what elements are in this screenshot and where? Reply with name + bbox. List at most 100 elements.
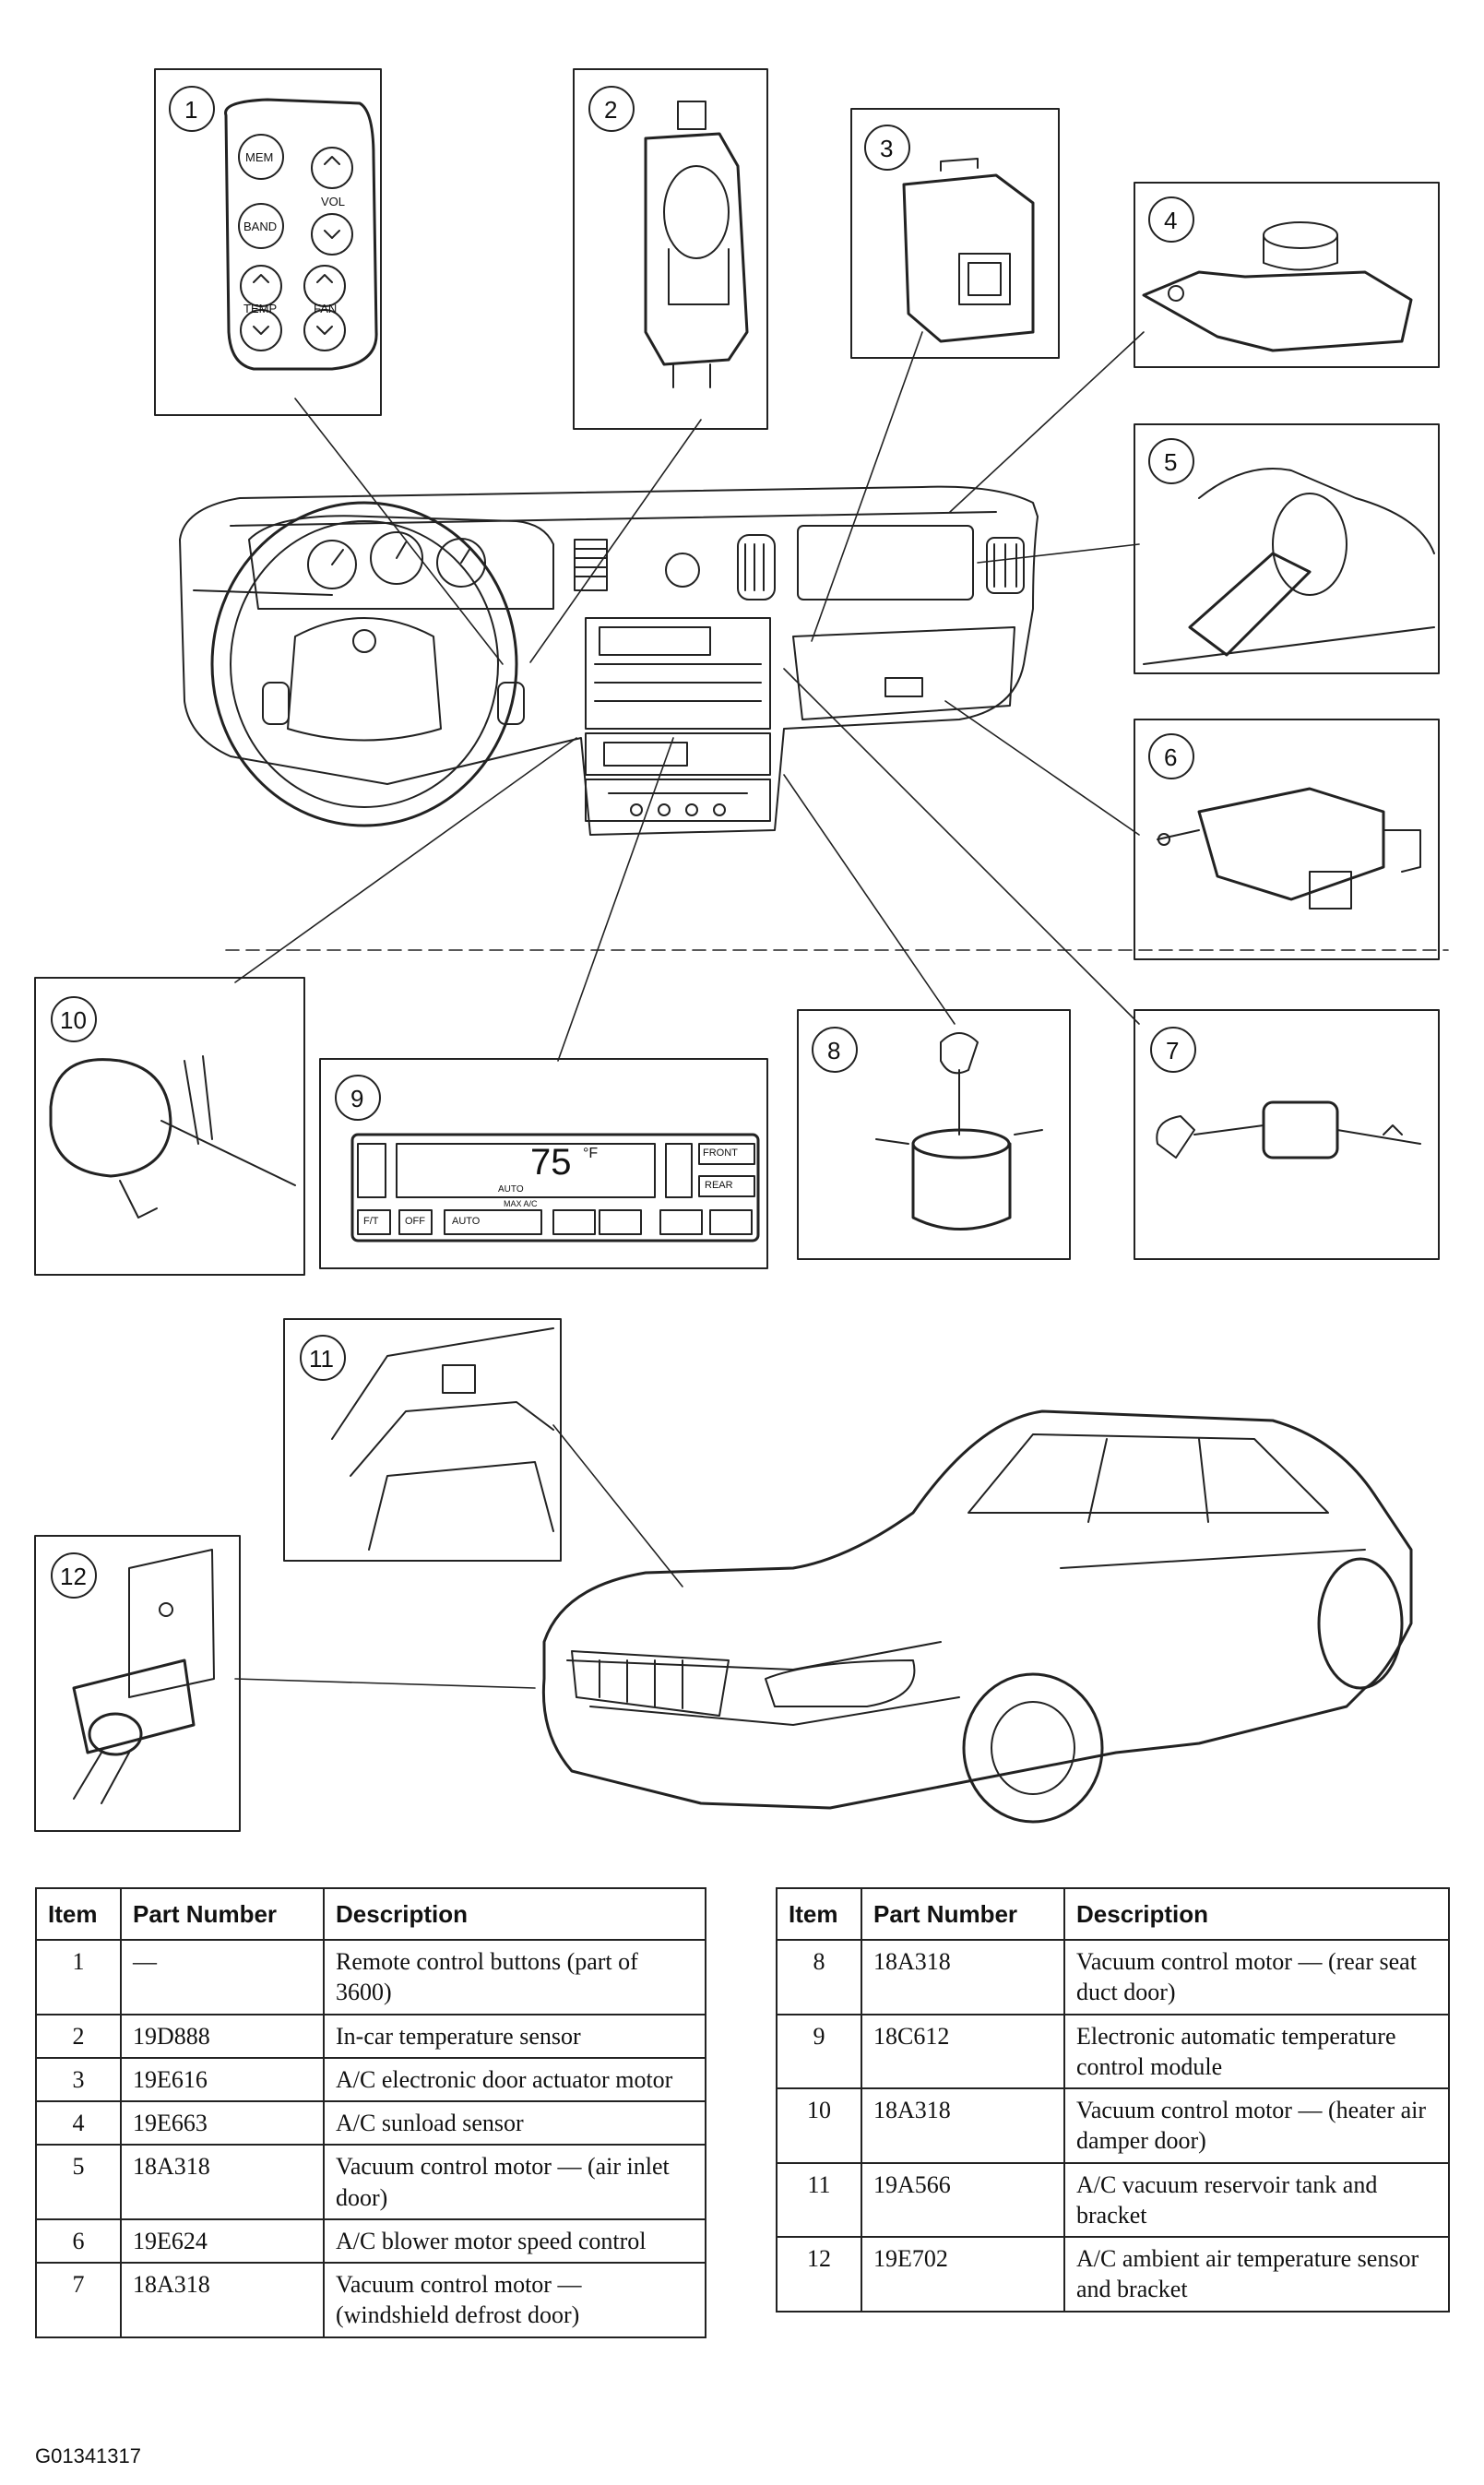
eatc-ft-button: F/T bbox=[363, 1216, 379, 1227]
callout-7: 7 bbox=[1166, 1037, 1180, 1064]
windshield-defrost-vacuum-motor-inset bbox=[1134, 1009, 1440, 1260]
item-cell: 9 bbox=[776, 2013, 862, 2090]
part-cell: 18A318 bbox=[861, 1939, 1065, 2015]
part-cell: 18C612 bbox=[861, 2013, 1065, 2090]
remote-control-buttons-inset bbox=[154, 68, 382, 416]
callout-12: 12 bbox=[60, 1563, 87, 1590]
header-part-number: Part Number bbox=[861, 1887, 1065, 1941]
eatc-module-inset bbox=[319, 1058, 768, 1269]
item-cell: 7 bbox=[35, 2262, 122, 2338]
desc-cell: A/C blower motor speed control bbox=[323, 2217, 706, 2265]
callout-5: 5 bbox=[1164, 448, 1178, 476]
header-description: Description bbox=[1063, 1887, 1450, 1941]
header-part-number: Part Number bbox=[120, 1887, 325, 1941]
dashboard-illustration bbox=[179, 485, 1039, 836]
desc-cell: Electronic automatic temperature control… bbox=[1063, 2013, 1450, 2090]
parts-table-left: Item Part Number Description 1—Remote co… bbox=[35, 1887, 706, 2338]
desc-cell: A/C ambient air temperature sensor and b… bbox=[1063, 2236, 1450, 2313]
item-cell: 8 bbox=[776, 1939, 862, 2015]
in-car-temperature-sensor-inset bbox=[573, 68, 768, 430]
callout-4: 4 bbox=[1164, 207, 1178, 234]
item-cell: 2 bbox=[35, 2013, 122, 2059]
rear-seat-duct-vacuum-motor-inset bbox=[797, 1009, 1071, 1260]
callout-8: 8 bbox=[827, 1037, 841, 1064]
header-description: Description bbox=[323, 1887, 706, 1941]
callout-2: 2 bbox=[604, 96, 618, 124]
desc-cell: A/C electronic door actuator motor bbox=[323, 2056, 706, 2103]
desc-cell: Vacuum control motor — (rear seat duct d… bbox=[1063, 1939, 1450, 2015]
part-cell: 18A318 bbox=[120, 2262, 325, 2338]
item-cell: 12 bbox=[776, 2236, 862, 2313]
blower-motor-speed-control-inset bbox=[1134, 719, 1440, 960]
vol-label: VOL bbox=[321, 195, 346, 208]
desc-cell: Remote control buttons (part of 3600) bbox=[323, 1939, 706, 2015]
air-inlet-door-vacuum-motor-inset bbox=[1134, 423, 1440, 674]
desc-cell: Vacuum control motor — (heater air dampe… bbox=[1063, 2087, 1450, 2164]
eatc-off-button: OFF bbox=[405, 1216, 425, 1227]
desc-cell: Vacuum control motor — (air inlet door) bbox=[323, 2144, 706, 2220]
callout-6: 6 bbox=[1164, 743, 1178, 771]
car-illustration bbox=[541, 1409, 1413, 1824]
fan-label: FAN bbox=[314, 302, 338, 315]
mem-label: MEM bbox=[245, 150, 274, 164]
eatc-front: FRONT bbox=[703, 1147, 738, 1159]
part-cell: 18A318 bbox=[861, 2087, 1065, 2164]
desc-cell: A/C vacuum reservoir tank and bracket bbox=[1063, 2161, 1450, 2239]
part-cell: 19E616 bbox=[120, 2056, 325, 2103]
part-cell: 19E663 bbox=[120, 2100, 325, 2146]
leader-lines bbox=[225, 331, 1449, 1689]
temp-label: TEMP bbox=[243, 302, 278, 315]
desc-cell: In-car temperature sensor bbox=[323, 2013, 706, 2059]
callout-9: 9 bbox=[350, 1085, 364, 1112]
door-actuator-motor-inset bbox=[850, 108, 1060, 359]
eatc-rear: REAR bbox=[705, 1180, 733, 1191]
eatc-temp-value: 75 bbox=[530, 1142, 572, 1183]
part-cell: — bbox=[120, 1939, 325, 2015]
part-cell: 18A318 bbox=[120, 2144, 325, 2220]
part-cell: 19E702 bbox=[861, 2236, 1065, 2313]
item-cell: 6 bbox=[35, 2217, 122, 2265]
item-cell: 10 bbox=[776, 2087, 862, 2164]
table-header-row: Item Part Number Description bbox=[776, 1887, 1450, 1941]
part-cell: 19A566 bbox=[861, 2161, 1065, 2239]
item-cell: 1 bbox=[35, 1939, 122, 2015]
header-item: Item bbox=[776, 1887, 862, 1941]
eatc-max-ac: MAX A/C bbox=[504, 1199, 538, 1208]
heater-damper-vacuum-motor-inset bbox=[34, 977, 305, 1276]
item-cell: 4 bbox=[35, 2100, 122, 2146]
item-cell: 11 bbox=[776, 2161, 862, 2239]
hvac-component-location-diagram bbox=[34, 68, 1449, 1832]
eatc-temp-unit: °F bbox=[583, 1146, 599, 1161]
ambient-temperature-sensor-inset bbox=[34, 1535, 241, 1832]
part-cell: 19D888 bbox=[120, 2013, 325, 2059]
vacuum-reservoir-tank-inset bbox=[283, 1318, 562, 1562]
band-label: BAND bbox=[243, 220, 278, 233]
callout-1: 1 bbox=[184, 96, 198, 124]
desc-cell: Vacuum control motor — (windshield defro… bbox=[323, 2262, 706, 2338]
callout-11: 11 bbox=[309, 1345, 334, 1373]
callout-3: 3 bbox=[880, 135, 894, 162]
item-cell: 5 bbox=[35, 2144, 122, 2220]
desc-cell: A/C sunload sensor bbox=[323, 2100, 706, 2146]
header-item: Item bbox=[35, 1887, 122, 1941]
eatc-auto-button: AUTO bbox=[452, 1216, 481, 1227]
table-header-row: Item Part Number Description bbox=[35, 1887, 706, 1941]
table-row: 1—Remote control buttons (part of 3600) bbox=[35, 1939, 706, 2015]
callout-10: 10 bbox=[60, 1006, 87, 1034]
sunload-sensor-inset bbox=[1134, 182, 1440, 368]
item-cell: 3 bbox=[35, 2056, 122, 2103]
figure-id: G01341317 bbox=[35, 2444, 141, 2467]
part-cell: 19E624 bbox=[120, 2217, 325, 2265]
eatc-mode: AUTO bbox=[498, 1184, 524, 1195]
